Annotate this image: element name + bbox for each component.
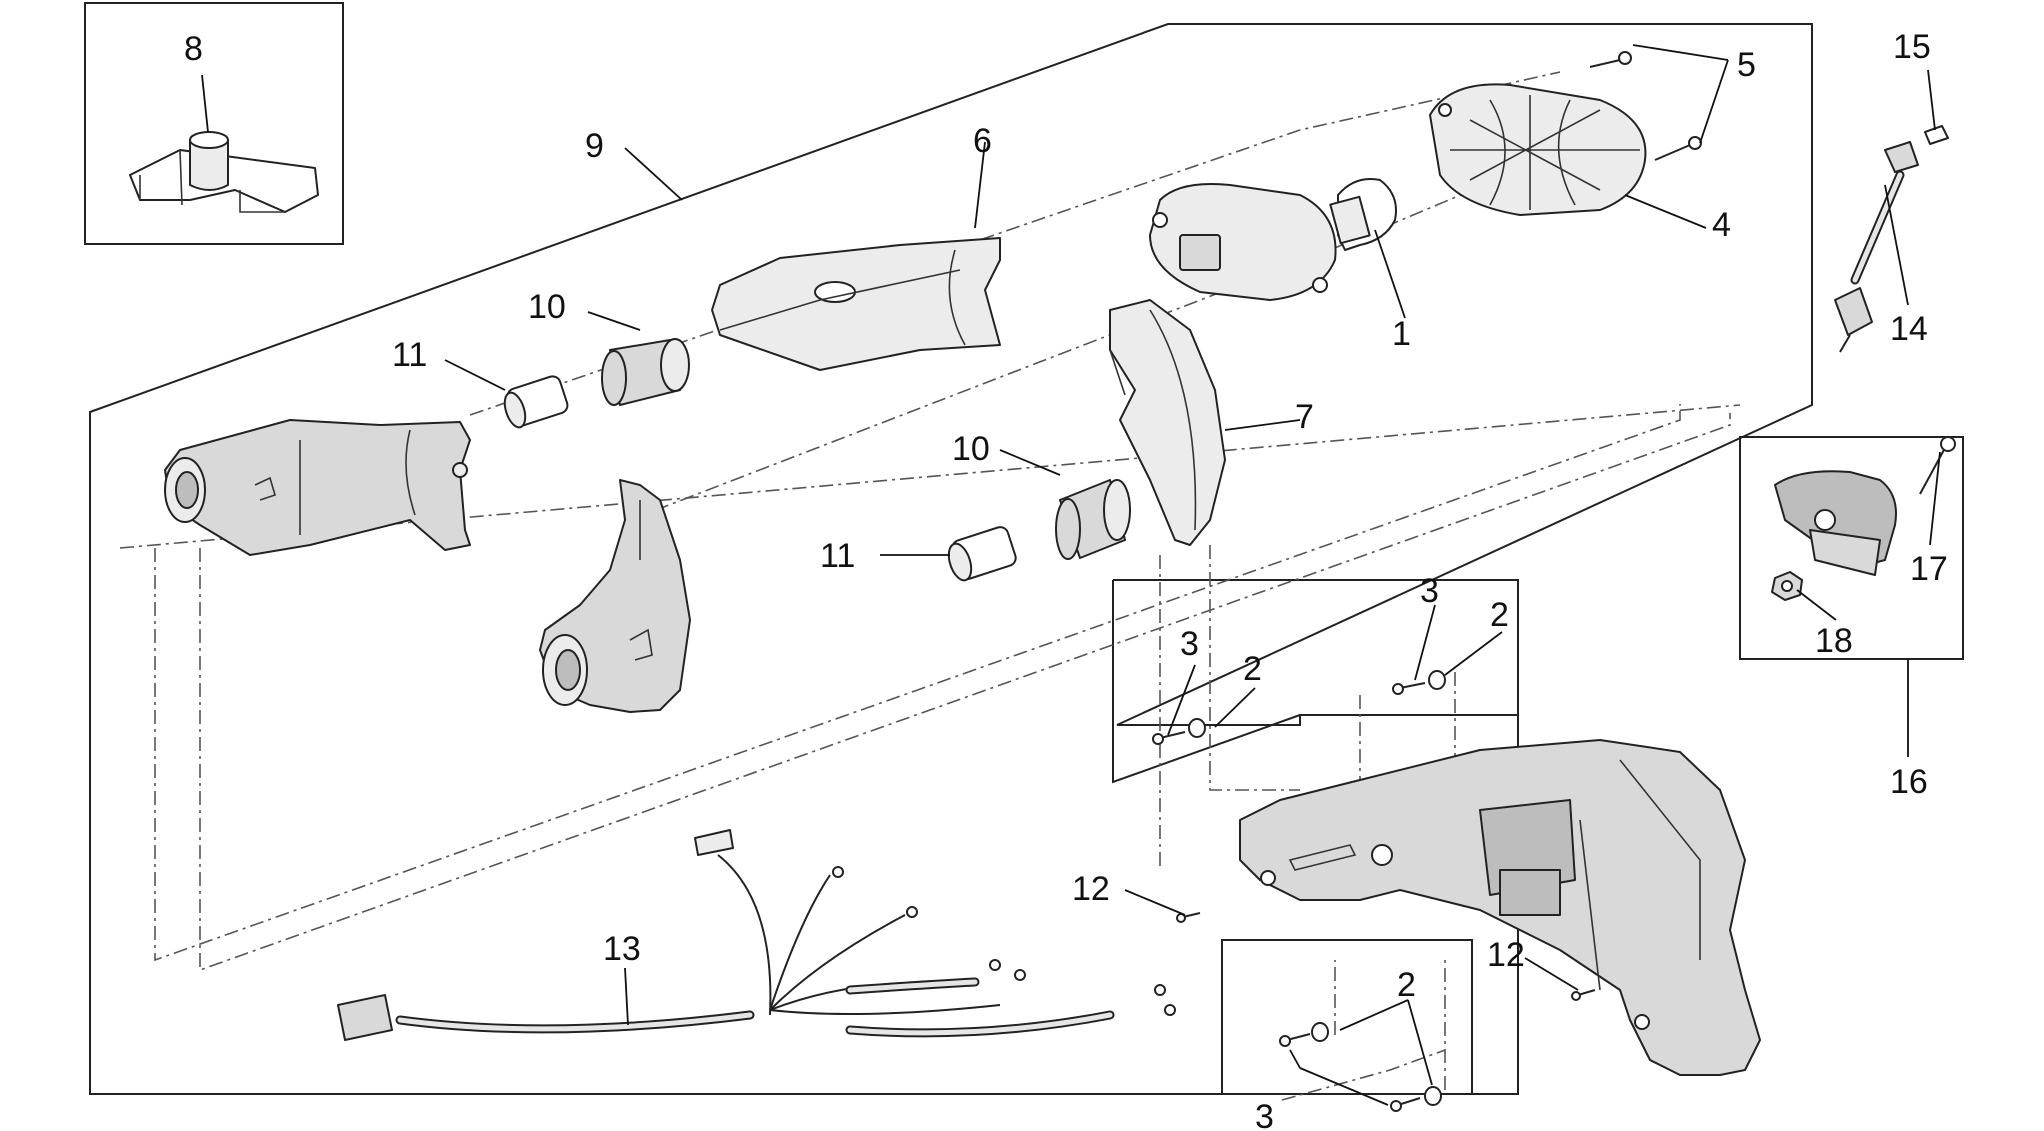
signal-lens-cover-upper — [711, 237, 1001, 371]
callout-8: 8 — [184, 30, 203, 68]
callout-15: 15 — [1893, 28, 1931, 66]
license-light-harness — [1834, 141, 1919, 353]
callout-3: 3 — [1420, 572, 1439, 610]
callout-10: 10 — [528, 288, 566, 326]
inset-frame-clip — [84, 2, 344, 245]
callout-9: 9 — [585, 127, 604, 165]
assembly-line — [154, 404, 1681, 962]
callout-13: 13 — [603, 930, 641, 968]
wiring-harness — [337, 829, 1176, 1041]
callout-2: 2 — [1490, 596, 1509, 634]
leader-lines — [201, 44, 1941, 1106]
callout-labels: 1 2 2 2 3 3 3 4 5 6 7 8 9 10 10 11 11 12… — [184, 28, 1948, 1131]
clip-nut — [129, 131, 319, 213]
screw-washer-set — [1152, 670, 1446, 1112]
inset-frame-rear-light — [1739, 436, 1964, 660]
rear-light-support — [1239, 739, 1761, 1076]
callout-11: 11 — [392, 336, 427, 374]
callout-1: 1 — [1392, 315, 1411, 353]
callout-2: 2 — [1243, 650, 1262, 688]
callout-3: 3 — [1180, 625, 1199, 663]
callout-3: 3 — [1255, 1098, 1274, 1131]
right-signal-housing — [539, 479, 691, 713]
callout-2: 2 — [1397, 966, 1416, 1004]
assembly-line — [199, 413, 1731, 972]
small-bulb-lower — [947, 526, 1017, 582]
signal-lens-cover-lower — [1109, 299, 1226, 546]
main-frame — [89, 23, 1813, 1095]
mounting-nut — [1771, 571, 1803, 601]
callout-4: 4 — [1712, 206, 1731, 244]
tail-light-base — [1149, 183, 1337, 301]
lens-screw-lower — [1654, 136, 1702, 161]
mounting-bolt — [1919, 436, 1956, 495]
callout-5: 5 — [1737, 46, 1756, 84]
callout-7: 7 — [1295, 398, 1314, 436]
small-bulb-upper — [503, 375, 569, 429]
bottom-screw-frame — [1221, 939, 1473, 1095]
callout-10: 10 — [952, 430, 990, 468]
callout-12: 12 — [1072, 870, 1110, 908]
bulb-socket-upper — [601, 338, 690, 406]
callout-17: 17 — [1910, 550, 1948, 588]
callout-18: 18 — [1815, 622, 1853, 660]
support-screws — [1176, 912, 1596, 1001]
lens-screw-upper — [1589, 51, 1632, 68]
license-light-unit — [1774, 470, 1897, 576]
tail-light-lens — [1429, 83, 1647, 216]
callout-11: 11 — [820, 537, 855, 575]
screw-group-frame — [1112, 579, 1519, 784]
callout-6: 6 — [973, 122, 992, 160]
assembly-line — [1281, 960, 1446, 1101]
license-bulb — [1924, 125, 1949, 145]
tail-light-bulb — [1329, 178, 1397, 251]
callout-16: 16 — [1890, 763, 1928, 801]
callout-12: 12 — [1487, 936, 1525, 974]
assembly-line — [1159, 545, 1300, 870]
left-signal-housing — [164, 419, 471, 556]
bulb-socket-lower — [1055, 479, 1131, 560]
callout-14: 14 — [1890, 310, 1928, 348]
